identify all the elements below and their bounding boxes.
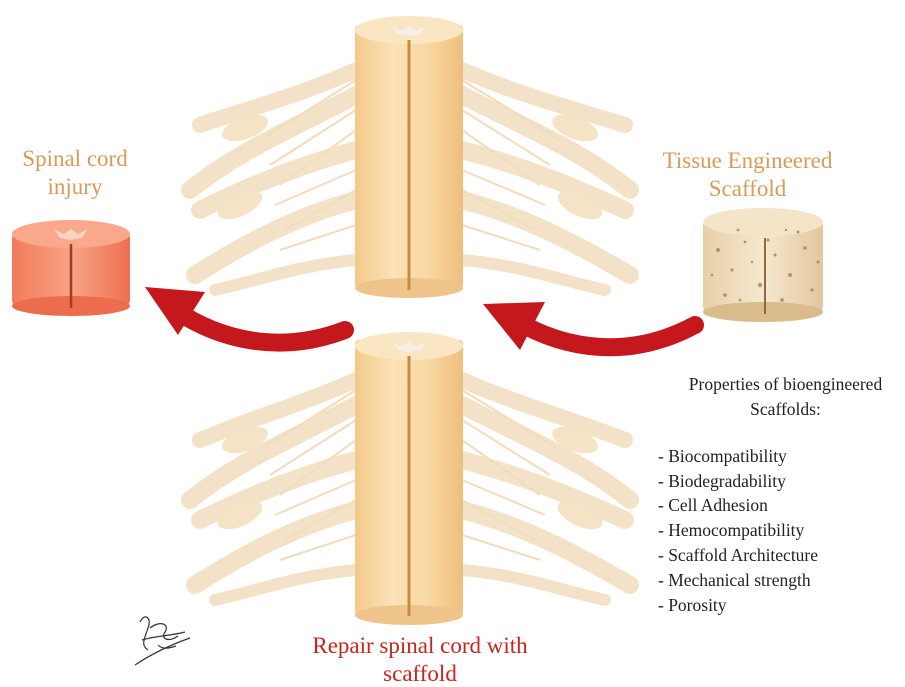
properties-title-line-1: Properties of bioengineered	[668, 372, 903, 397]
properties-title-line-2: Scaffolds:	[668, 397, 903, 422]
property-item: - Biodegradability	[658, 469, 903, 494]
property-item: - Scaffold Architecture	[658, 543, 903, 568]
scaffold-cylinder	[703, 208, 823, 322]
artist-signature	[135, 617, 190, 665]
properties-title: Properties of bioengineered Scaffolds:	[668, 372, 903, 422]
arrow-repair-to-injury	[145, 287, 345, 343]
property-item: - Biocompatibility	[658, 444, 903, 469]
repair-spinal-cord-label: Repair spinal cord with scaffold	[270, 632, 570, 687]
scaffold-properties-panel: Properties of bioengineered Scaffolds: -…	[658, 372, 903, 618]
bottom-spinal-cord-illustration	[190, 332, 630, 625]
property-item: - Porosity	[658, 593, 903, 618]
property-item: - Hemocompatibility	[658, 518, 903, 543]
scaffold-label-line-2: Scaffold	[625, 175, 870, 203]
spinal-cord-injury-line-2: injury	[0, 173, 150, 201]
tissue-engineered-scaffold-label: Tissue Engineered Scaffold	[625, 147, 870, 202]
repair-label-line-2: scaffold	[270, 660, 570, 687]
property-item: - Cell Adhesion	[658, 493, 903, 518]
spinal-cord-injury-label: Spinal cord injury	[0, 145, 150, 200]
spinal-cord-injury-line-1: Spinal cord	[0, 145, 150, 173]
injured-cord-segment	[12, 220, 130, 316]
top-spinal-cord-illustration	[190, 16, 630, 298]
property-item: - Mechanical strength	[658, 568, 903, 593]
arrow-scaffold-to-repair	[483, 302, 695, 350]
properties-list: - Biocompatibility - Biodegradability - …	[658, 444, 903, 618]
scaffold-label-line-1: Tissue Engineered	[625, 147, 870, 175]
repair-label-line-1: Repair spinal cord with	[270, 632, 570, 660]
